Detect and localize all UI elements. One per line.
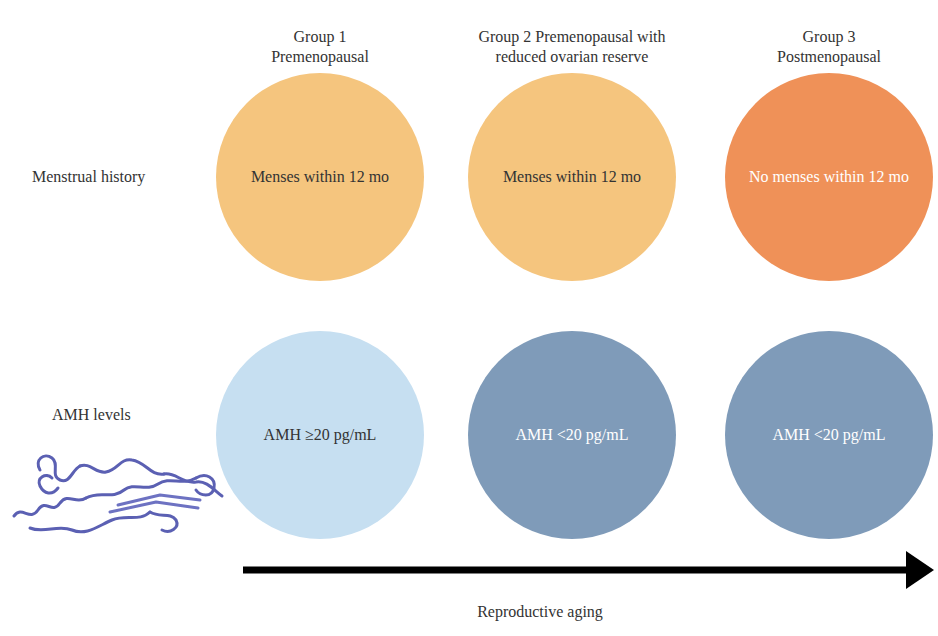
menstrual-circle: Menses within 12 moGroup 2 Premenopausal… [468, 73, 676, 281]
circle-body: Menses within 12 mo [468, 73, 676, 281]
group-heading: Group 2 Premenopausal with reduced ovari… [465, 27, 680, 67]
circle-fill [725, 73, 933, 281]
aging-arrow [243, 551, 934, 589]
group-heading: Group 3 Postmenopausal [769, 27, 889, 67]
circle-text: AMH <20 pg/mL [772, 425, 885, 445]
menstrual-circle: No menses within 12 moGroup 3 Postmenopa… [725, 73, 933, 281]
circle-body: AMH <20 pg/mL [725, 331, 933, 539]
circle-fill [725, 331, 933, 539]
circle-body: No menses within 12 mo [725, 73, 933, 281]
amh-circle: AMH ≥20 pg/mL [216, 331, 424, 539]
circle-text: Menses within 12 mo [503, 167, 641, 187]
circle-fill [468, 73, 676, 281]
group-heading: Group 1 Premenopausal [260, 27, 380, 67]
circle-text: AMH ≥20 pg/mL [264, 425, 377, 445]
circle-fill [216, 73, 424, 281]
row-label: AMH levels [52, 406, 131, 424]
circle-fill [468, 331, 676, 539]
row-label: Menstrual history [32, 168, 145, 186]
circle-body: AMH <20 pg/mL [468, 331, 676, 539]
circle-body: AMH ≥20 pg/mL [216, 331, 424, 539]
amh-circle: AMH <20 pg/mL [468, 331, 676, 539]
circle-body: Menses within 12 mo [216, 73, 424, 281]
menstrual-circle: Menses within 12 moGroup 1 Premenopausal [216, 73, 424, 281]
amh-circle: AMH <20 pg/mL [725, 331, 933, 539]
circle-fill [216, 331, 424, 539]
circle-text: Menses within 12 mo [251, 167, 389, 187]
protein-illustration [14, 456, 222, 532]
circle-text: AMH <20 pg/mL [515, 425, 628, 445]
circle-text: No menses within 12 mo [749, 167, 909, 187]
axis-label: Reproductive aging [477, 603, 603, 621]
